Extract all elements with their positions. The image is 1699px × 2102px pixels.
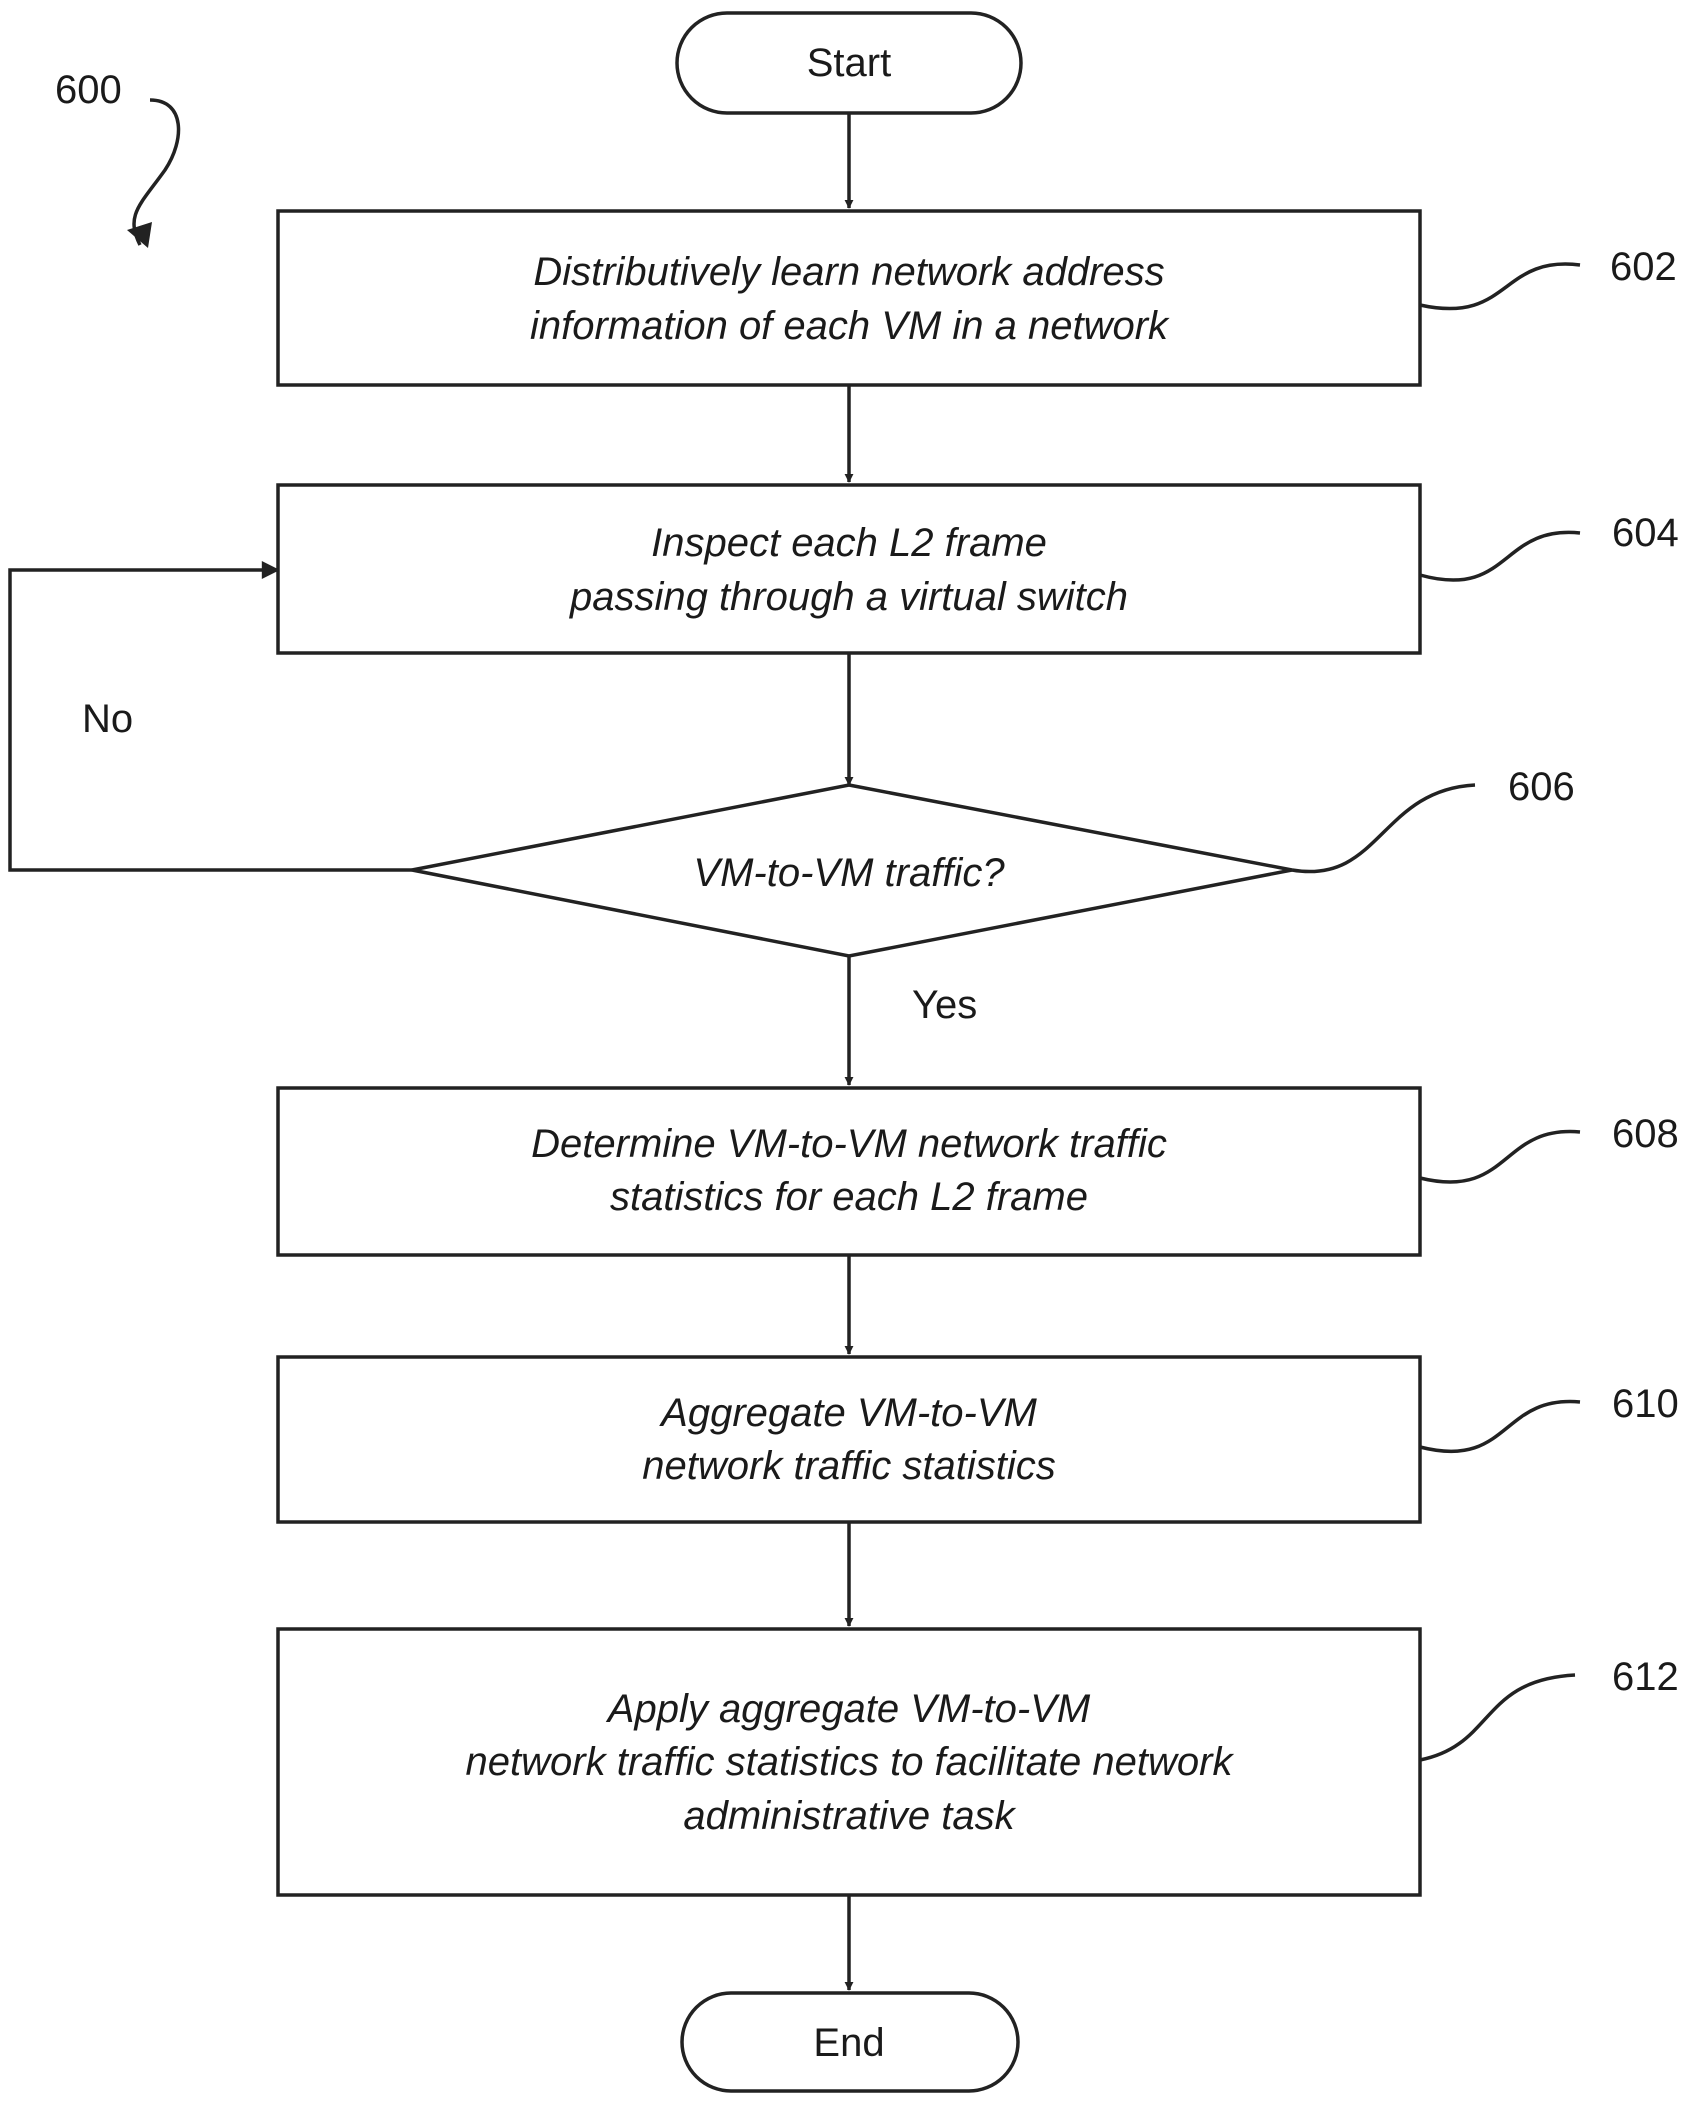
step-602-ref: 602 (1610, 245, 1677, 289)
step-608-line-1: Determine VM-to-VM network traffic (531, 1122, 1167, 1166)
step-610-line-2: network traffic statistics (642, 1444, 1055, 1488)
step-608-line-2: statistics for each L2 frame (610, 1175, 1088, 1219)
decision-606-ref: 606 (1508, 765, 1575, 809)
step-608-box (278, 1088, 1420, 1255)
figure-pointer-squiggle (134, 100, 178, 245)
step-612-line-3: administrative task (683, 1794, 1016, 1838)
decision-yes-label: Yes (912, 983, 977, 1027)
figure-number: 600 (55, 68, 122, 112)
step-602-leader (1420, 264, 1580, 309)
step-608-leader (1420, 1132, 1580, 1183)
step-604-ref: 604 (1612, 511, 1679, 555)
step-602-line-1: Distributively learn network address (533, 250, 1164, 294)
step-610-ref: 610 (1612, 1382, 1679, 1426)
decision-606-label: VM-to-VM traffic? (693, 851, 1005, 895)
step-610-line-1: Aggregate VM-to-VM (659, 1391, 1037, 1435)
step-604-leader (1420, 532, 1580, 580)
step-604-line-2: passing through a virtual switch (569, 575, 1128, 619)
end-label: End (813, 2021, 884, 2065)
step-602-box (278, 211, 1420, 385)
step-612-ref: 612 (1612, 1655, 1679, 1699)
step-610-box (278, 1357, 1420, 1522)
step-610-leader (1420, 1402, 1580, 1452)
step-612-leader (1420, 1675, 1575, 1760)
step-612-line-1: Apply aggregate VM-to-VM (606, 1687, 1091, 1731)
step-612-line-2: network traffic statistics to facilitate… (466, 1740, 1235, 1784)
step-604-box (278, 485, 1420, 653)
step-608-ref: 608 (1612, 1112, 1679, 1156)
step-602-line-2: information of each VM in a network (530, 304, 1170, 348)
step-604-line-1: Inspect each L2 frame (651, 521, 1047, 565)
start-label: Start (807, 41, 891, 85)
decision-no-label: No (82, 697, 133, 741)
decision-606-leader (1292, 785, 1475, 872)
